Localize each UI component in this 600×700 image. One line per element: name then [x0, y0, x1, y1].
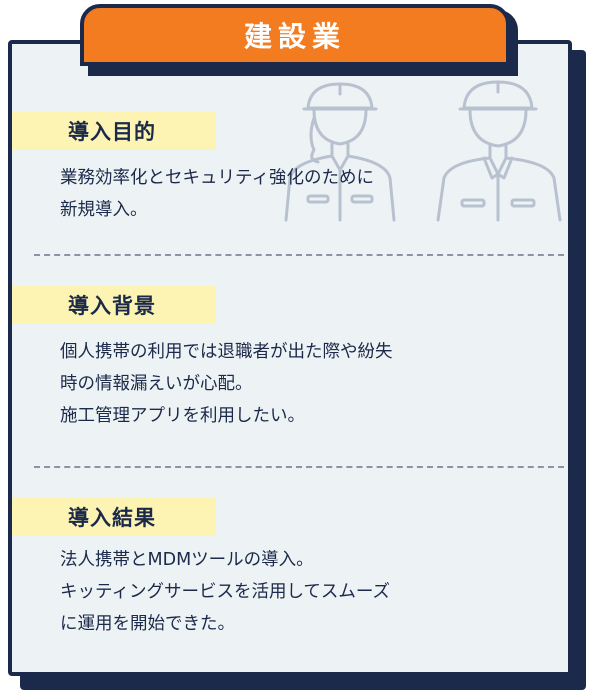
page-title: 建設業: [243, 20, 346, 53]
section-label: 導入目的: [68, 120, 156, 144]
section-body: 業務効率化とセキュリティ強化のために 新規導入。: [60, 162, 374, 226]
section-label: 導入背景: [68, 294, 156, 318]
section-divider: [34, 254, 564, 256]
section-label-box: 導入目的: [12, 112, 216, 150]
section-body-line: 時の情報漏えいが心配。: [60, 374, 253, 394]
section-body-line: 新規導入。: [60, 200, 148, 220]
header-tab: 建設業: [80, 4, 510, 66]
section-body-line: 法人携帯とMDMツールの導入。: [60, 550, 314, 570]
workers-illustration: [284, 80, 562, 222]
section-body-line: 施工管理アプリを利用したい。: [60, 406, 305, 426]
section-label-box: 導入背景: [12, 286, 216, 324]
male-worker-icon: [436, 80, 562, 222]
section-label-box: 導入結果: [12, 498, 216, 536]
section-body-line: キッティングサービスを活用してスムーズ: [60, 582, 391, 602]
section-body-line: に運用を開始できた。: [60, 614, 235, 634]
section-label: 導入結果: [68, 506, 156, 530]
section-body: 法人携帯とMDMツールの導入。 キッティングサービスを活用してスムーズ に運用を…: [60, 544, 390, 640]
female-worker-icon: [284, 82, 396, 222]
section-body: 個人携帯の利用では退職者が出た際や紛失 時の情報漏えいが心配。 施工管理アプリを…: [60, 336, 393, 432]
section-body-line: 個人携帯の利用では退職者が出た際や紛失: [60, 342, 393, 362]
section-divider: [34, 466, 564, 468]
section-body-line: 業務効率化とセキュリティ強化のために: [60, 168, 374, 188]
